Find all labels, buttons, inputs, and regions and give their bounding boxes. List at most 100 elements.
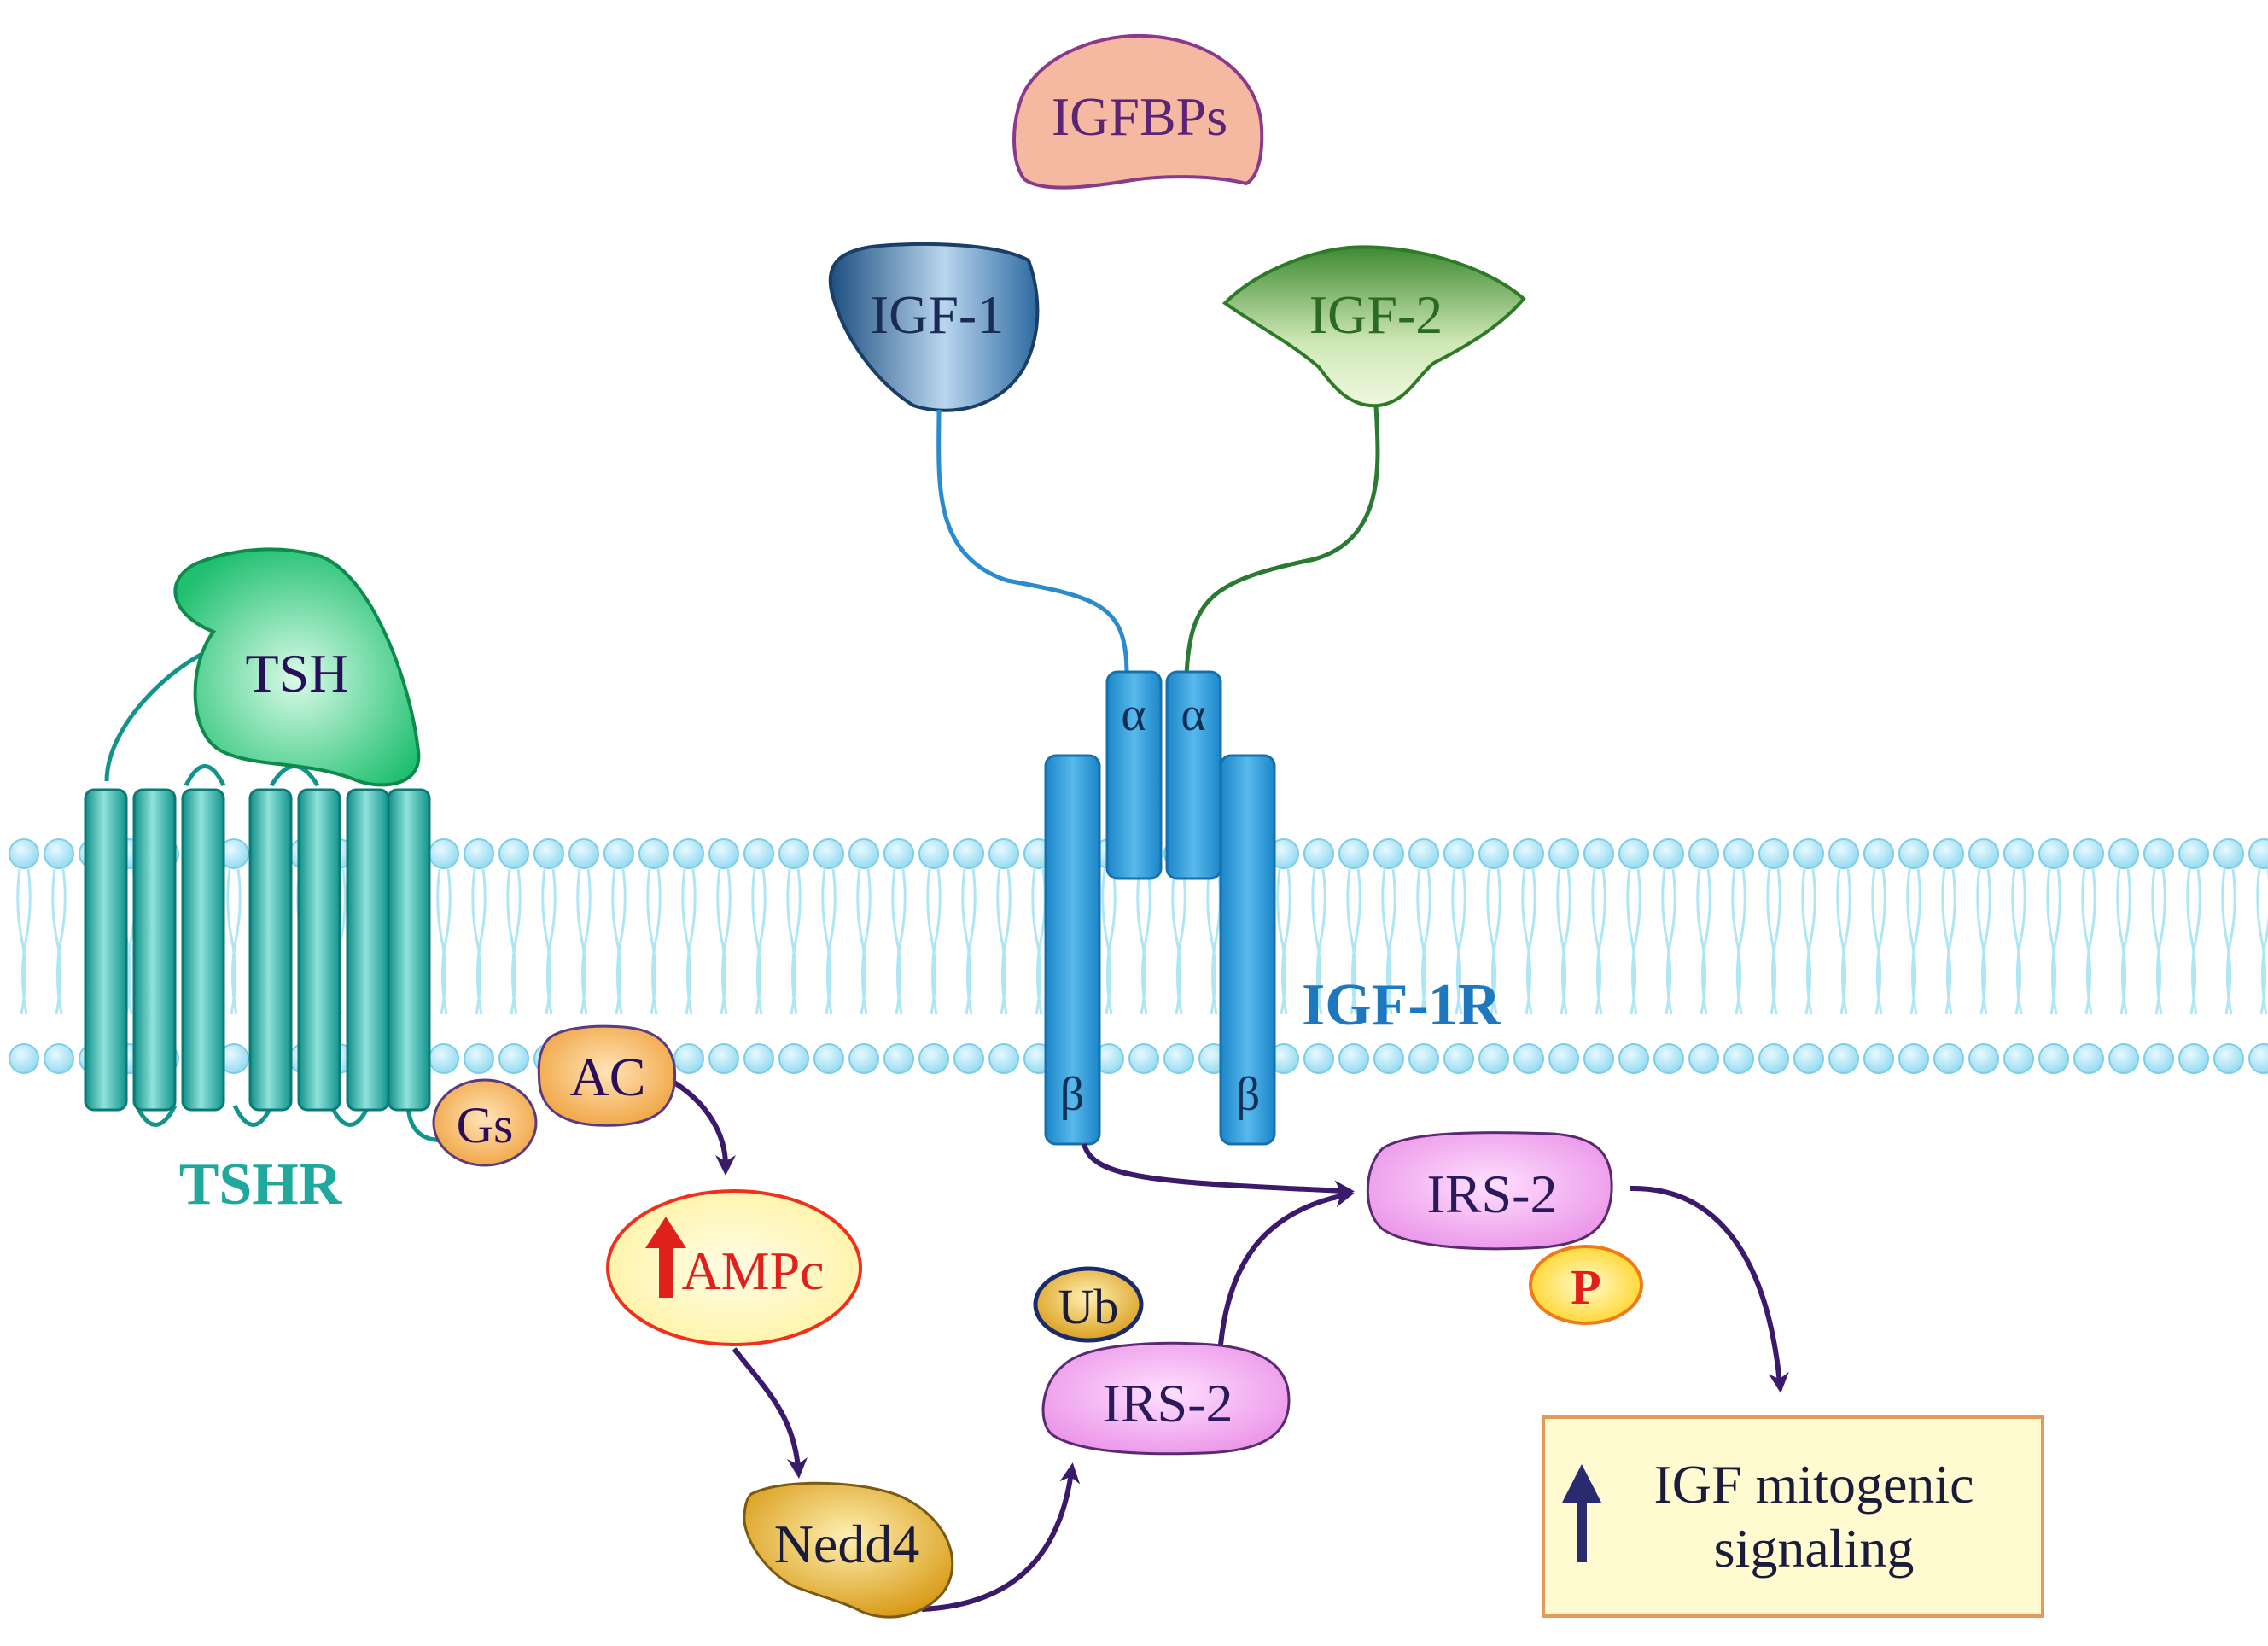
lipid-head	[1723, 838, 1754, 869]
tshr-helix	[346, 788, 390, 1112]
lipid-head	[44, 838, 74, 869]
p-label: P	[1571, 1259, 1600, 1315]
lipid-head	[1793, 1043, 1824, 1074]
lipid-head	[464, 838, 494, 869]
ampc-label: AMPc	[681, 1240, 824, 1301]
ac-enzyme: AC	[537, 1024, 677, 1127]
lipid-head	[1793, 838, 1824, 869]
lipid-head	[533, 838, 564, 869]
lipid-head	[2178, 838, 2209, 869]
ub-tag: Ub	[1033, 1266, 1144, 1343]
lipid-head	[1828, 838, 1859, 869]
increase-arrow-icon	[1562, 1464, 1601, 1562]
lipid-head	[988, 838, 1019, 869]
lipid-head	[883, 1043, 914, 1074]
lipid-head	[1583, 838, 1614, 869]
lipid-tail	[1346, 868, 1361, 1015]
igf1r-label: IGF-1R	[1302, 972, 1502, 1038]
lipid-head	[9, 1043, 39, 1074]
lipid-head	[2143, 1043, 2174, 1074]
lipid-head	[1898, 1043, 1929, 1074]
gs-label: Gs	[457, 1097, 514, 1153]
lipid-head	[1338, 1043, 1369, 1074]
lipid-tail	[891, 868, 907, 1015]
lipid-tail	[1871, 868, 1886, 1015]
tshr-helix	[297, 788, 341, 1112]
lipid-tail	[2011, 868, 2026, 1015]
lipid-head	[743, 838, 774, 869]
lipid-head	[918, 1043, 949, 1074]
tshr-receptor	[84, 646, 449, 1142]
arrow-receptor-to-irs2	[1082, 1143, 1355, 1201]
lipid-head	[2003, 838, 2034, 869]
lipid-head	[953, 838, 984, 869]
lipid-tail	[1416, 868, 1431, 1015]
lipid-head	[1653, 1043, 1684, 1074]
lipid-tail	[2081, 868, 2096, 1015]
lipid-head	[953, 1043, 984, 1074]
lipid-head	[1478, 838, 1509, 869]
lipid-head	[2213, 838, 2244, 869]
arrow-phospho-to-signaling	[1630, 1185, 1789, 1393]
lipid-head	[1163, 1043, 1194, 1074]
lipid-head	[1933, 838, 1964, 869]
lipid-head	[464, 1043, 494, 1074]
cell-membrane	[9, 838, 2268, 1074]
lipid-tail	[1486, 868, 1501, 1015]
lipid-tail	[471, 868, 487, 1015]
igf1-linker	[936, 409, 1129, 675]
lipid-tail	[996, 868, 1012, 1015]
outcome-line1: IGF mitogenic	[1653, 1454, 1974, 1515]
lipid-head	[2178, 1043, 2209, 1074]
alpha-label: α	[1121, 688, 1146, 741]
lipid-head	[1443, 838, 1474, 869]
lipid-head	[2248, 838, 2268, 869]
nedd4-label: Nedd4	[774, 1514, 920, 1574]
lipid-tail	[611, 868, 627, 1015]
lipid-tail	[506, 868, 522, 1015]
lipid-tail	[2221, 868, 2236, 1015]
lipid-head	[603, 838, 634, 869]
lipid-head	[708, 838, 739, 869]
lipid-head	[743, 1043, 774, 1074]
beta-label: β	[1060, 1068, 1085, 1121]
lipid-head	[2108, 1043, 2139, 1074]
igf1r-alpha-left	[1105, 670, 1163, 880]
lipid-tail	[1766, 868, 1781, 1015]
lipid-head	[1373, 1043, 1404, 1074]
lipid-head	[673, 1043, 704, 1074]
lipid-head	[708, 1043, 739, 1074]
lipid-tail	[1206, 868, 1221, 1015]
lipid-head	[1968, 1043, 1999, 1074]
lipid-tail	[751, 868, 767, 1015]
igf1-label: IGF-1	[871, 284, 1004, 345]
lipid-head	[1688, 838, 1719, 869]
lipid-head	[1548, 838, 1579, 869]
tshr-helix	[181, 788, 225, 1112]
lipid-head	[813, 838, 844, 869]
lipid-tail	[436, 868, 452, 1015]
nedd4-protein: Nedd4	[743, 1481, 954, 1619]
igfbps-label: IGFBPs	[1052, 86, 1227, 147]
lipid-head	[813, 1043, 844, 1074]
lipid-tail	[1101, 868, 1117, 1015]
lipid-head	[1513, 1043, 1544, 1074]
lipid-head	[1408, 838, 1439, 869]
lipid-head	[2248, 1043, 2268, 1074]
lipid-tail	[1731, 868, 1746, 1015]
tsh-ligand: TSH	[173, 547, 421, 787]
outcome-box: IGF mitogenic signaling	[1542, 1415, 2044, 1618]
lipid-head	[1338, 838, 1369, 869]
lipid-head	[1303, 838, 1334, 869]
lipid-tail	[541, 868, 557, 1015]
irs2-ubiquitinated: IRS-2	[1041, 1341, 1291, 1456]
lipid-head	[848, 838, 879, 869]
lipid-head	[1723, 1043, 1754, 1074]
beta-label: β	[1236, 1068, 1261, 1121]
lipid-head	[883, 838, 914, 869]
lipid-tail	[16, 868, 32, 1015]
lipid-head	[2003, 1043, 2034, 1074]
lipid-tail	[2151, 868, 2166, 1015]
lipid-tail	[1276, 868, 1291, 1015]
lipid-tail	[1031, 868, 1047, 1015]
